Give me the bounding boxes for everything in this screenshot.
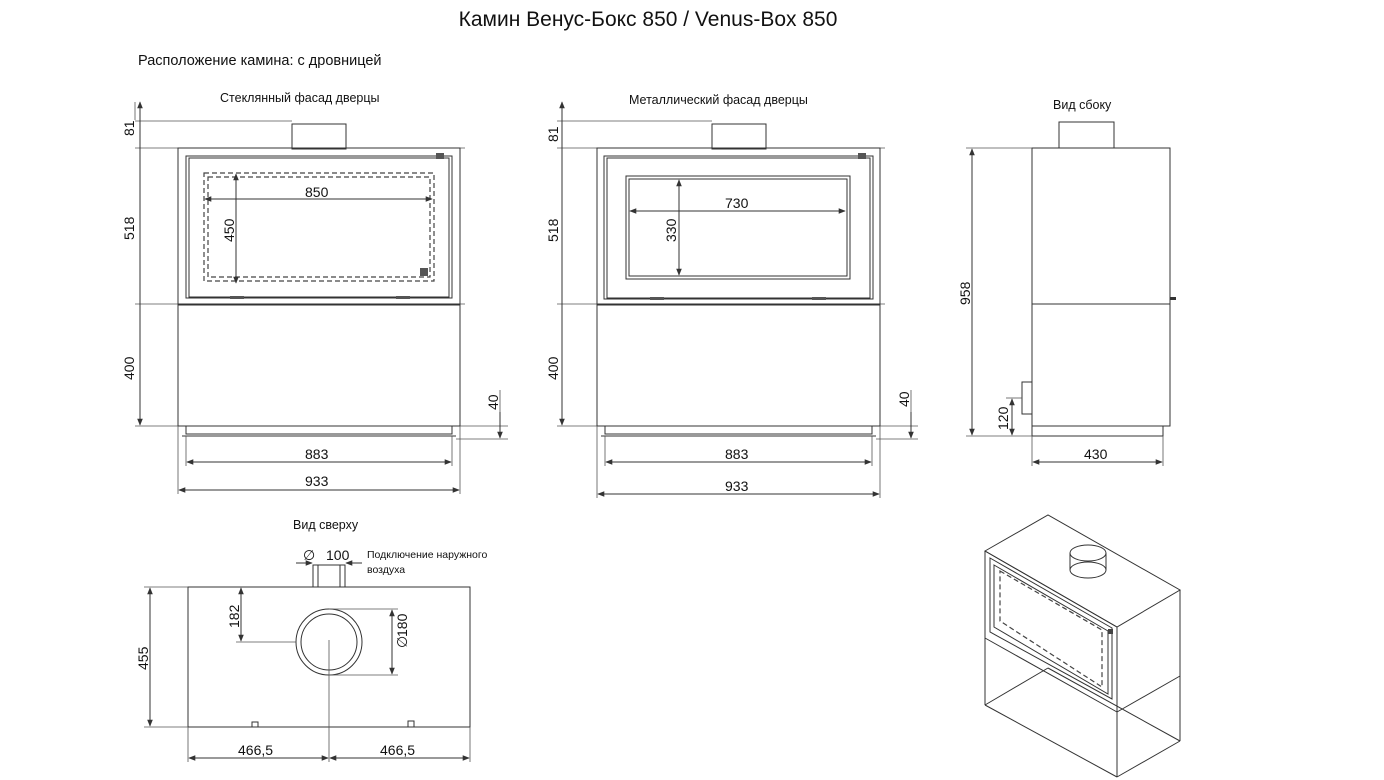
view-label-side: Вид сбоку xyxy=(1053,98,1112,112)
dim-top-air-diameter: 100 xyxy=(326,547,350,563)
note-air-line1: Подключение наружного xyxy=(367,549,487,561)
dim-metal-base: 400 xyxy=(545,356,561,380)
dim-top-flue-diameter: 180 xyxy=(394,613,410,637)
isometric-view xyxy=(983,514,1181,778)
dim-metal-foot: 40 xyxy=(896,391,912,407)
side-view: 958 120 430 xyxy=(957,121,1176,466)
dim-metal-inner-width: 883 xyxy=(725,446,749,462)
dim-top-left: 466,5 xyxy=(238,742,273,758)
dim-metal-width: 730 xyxy=(725,195,749,211)
page-subtitle: Расположение камина: с дровницей xyxy=(138,53,382,69)
top-view: ∅ 100 Подключение наружного воздуха 455 … xyxy=(135,547,487,762)
view-label-top: Вид сверху xyxy=(293,518,359,532)
dim-glass-body: 518 xyxy=(121,216,137,240)
dim-top-diameter-symbol: ∅ xyxy=(303,547,315,563)
dim-top-flue-diameter-symbol: ∅ xyxy=(394,636,410,648)
dim-top-depth: 455 xyxy=(135,646,151,670)
dim-glass-inner-width: 883 xyxy=(305,446,329,462)
front-view-metal: 81 518 400 40 730 330 883 933 xyxy=(545,101,918,498)
dim-metal-top: 81 xyxy=(545,126,561,142)
dim-metal-height: 330 xyxy=(663,218,679,242)
note-air-line2: воздуха xyxy=(367,564,405,576)
dim-metal-body: 518 xyxy=(545,218,561,242)
page-title: Камин Венус-Бокс 850 / Venus-Box 850 xyxy=(458,8,838,31)
dim-glass-top: 81 xyxy=(121,120,137,136)
dim-side-depth: 430 xyxy=(1084,446,1108,462)
dim-glass-foot: 40 xyxy=(485,394,501,410)
dim-glass-width: 850 xyxy=(305,184,329,200)
front-view-glass: 81 518 400 40 850 450 883 933 xyxy=(121,101,508,494)
dim-metal-total-width: 933 xyxy=(725,478,749,494)
dim-side-height: 958 xyxy=(957,281,973,305)
dim-glass-total-width: 933 xyxy=(305,473,329,489)
dim-glass-height: 450 xyxy=(221,218,237,242)
dim-top-right: 466,5 xyxy=(380,742,415,758)
dim-glass-base: 400 xyxy=(121,356,137,380)
dim-side-inlet: 120 xyxy=(995,406,1011,430)
dim-top-flue-offset: 182 xyxy=(226,604,242,628)
view-label-metal: Металлический фасад дверцы xyxy=(629,93,808,107)
view-label-glass: Стеклянный фасад дверцы xyxy=(220,91,380,105)
